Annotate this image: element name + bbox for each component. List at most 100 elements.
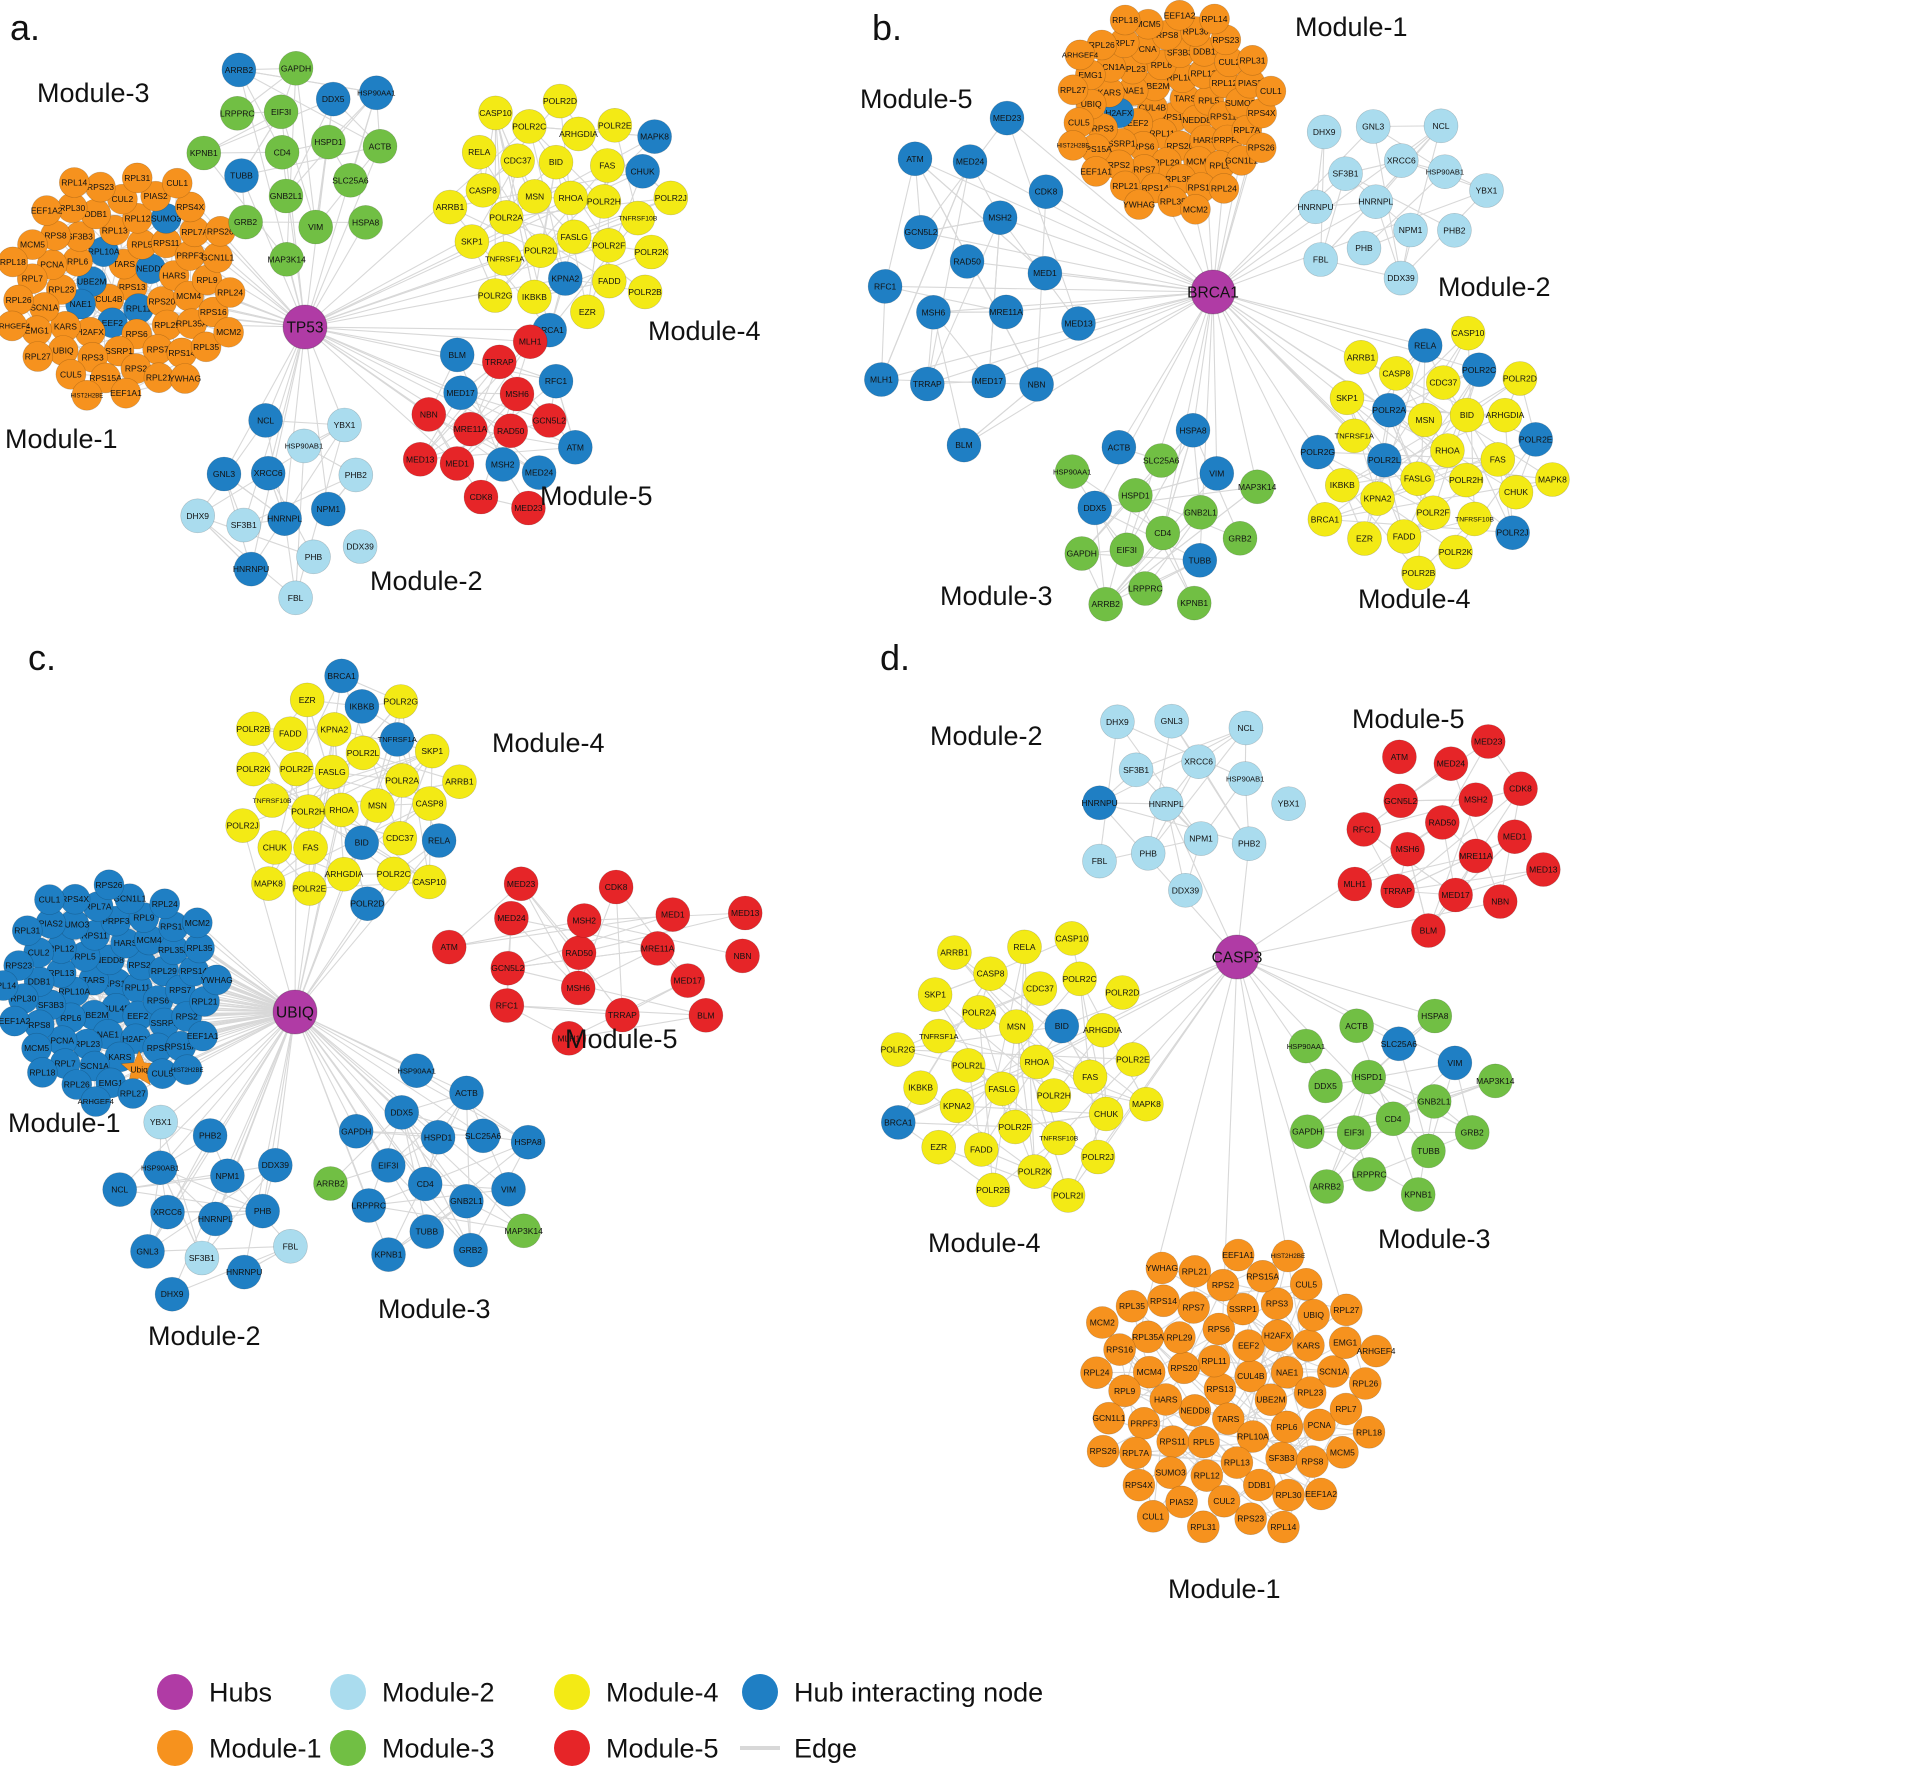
node-label-ywhag: YWHAG xyxy=(169,373,201,383)
node-label-polr2k: POLR2K xyxy=(635,247,669,257)
node-label-rps11: RPS11 xyxy=(1160,1437,1187,1447)
node-label-arrb1: ARRB1 xyxy=(1347,352,1376,362)
node-label-rpl18: RPL18 xyxy=(29,1067,55,1077)
node-label-casp8: CASP8 xyxy=(1382,368,1410,378)
node-label-ddx39: DDX39 xyxy=(346,541,374,551)
node-label-eef1a1: EEF1A1 xyxy=(187,1031,219,1041)
node-label-rps6: RPS6 xyxy=(147,995,169,1005)
node-ezr xyxy=(289,682,325,718)
hub-edge xyxy=(304,92,377,328)
node-label-med23: MED23 xyxy=(1474,736,1503,746)
node-label-arrb2: ARRB2 xyxy=(225,65,254,75)
node-rpl31 xyxy=(121,162,153,194)
node-label-phb: PHB xyxy=(1355,243,1373,253)
node-rpl31 xyxy=(1187,1510,1220,1544)
node-mcm2 xyxy=(182,907,213,939)
node-label-rpl11: RPL11 xyxy=(1201,1356,1227,1366)
node-trrap xyxy=(481,344,517,380)
node-label-rps6: RPS6 xyxy=(1208,1324,1230,1334)
edge xyxy=(201,1164,276,1259)
node-cdk8 xyxy=(463,479,499,515)
node-hist2h2be xyxy=(171,1054,203,1085)
node-label-rps7: RPS7 xyxy=(169,985,191,995)
node-label-eif3i: EIF3I xyxy=(1117,545,1137,555)
node-label-chuk: CHUK xyxy=(1094,1109,1118,1119)
node-med24 xyxy=(952,144,988,179)
node-label-ddb1: DDB1 xyxy=(28,977,51,987)
node-label-rps2: RPS2 xyxy=(176,1011,198,1021)
node-label-cul4b: CUL4B xyxy=(95,294,123,304)
hub-edge xyxy=(1124,956,1238,1391)
node-label-hnrnpl: HNRNPL xyxy=(198,1214,233,1224)
node-rfc1 xyxy=(1346,812,1382,847)
module-label-d-module-2: Module-2 xyxy=(930,721,1043,751)
node-arrb1 xyxy=(1343,339,1379,375)
node-label-hspd1: HSPD1 xyxy=(1355,1072,1384,1082)
edge xyxy=(1325,1062,1455,1087)
hub-edge xyxy=(294,1011,484,1137)
node-label-ssrp1: SSRP1 xyxy=(105,346,133,356)
node-label-rps13: RPS13 xyxy=(103,978,130,988)
edge xyxy=(1071,471,1146,589)
node-label-chuk: CHUK xyxy=(263,842,287,852)
node-med24 xyxy=(494,900,529,936)
node-polr2d xyxy=(350,886,385,922)
node-label-msn: MSN xyxy=(1007,1022,1026,1032)
node-med1 xyxy=(1027,255,1063,291)
node-label-msn: MSN xyxy=(1416,415,1435,425)
edge xyxy=(1147,727,1247,854)
edge xyxy=(428,413,540,474)
node-label-med24: MED24 xyxy=(497,913,526,923)
node-arrb2 xyxy=(1309,1169,1344,1204)
node-polr2b xyxy=(1401,555,1436,591)
module-label-c-module-3: Module-3 xyxy=(378,1294,491,1324)
node-label-phb: PHB xyxy=(1139,848,1157,858)
edge xyxy=(568,1014,706,1039)
node-cdc37 xyxy=(500,143,535,178)
node-label-rpl18: RPL18 xyxy=(0,257,26,267)
node-grb2 xyxy=(228,204,263,240)
node-phb2 xyxy=(1231,826,1267,862)
node-cdc37 xyxy=(1022,971,1058,1006)
node-map3k14 xyxy=(1478,1063,1513,1099)
legend-swatch-hub_interacting xyxy=(742,1674,778,1710)
node-label-h2afx: H2AFX xyxy=(1105,108,1133,118)
node-label-polr2c: POLR2C xyxy=(377,869,411,879)
node-arrb1 xyxy=(442,764,477,800)
node-eef1a1 xyxy=(187,1020,218,1052)
node-label-brca1: BRCA1 xyxy=(327,671,356,681)
node-label-faslg: FASLG xyxy=(988,1084,1015,1094)
node-label-tnfrsf1a: TNFRSF1A xyxy=(919,1032,959,1041)
node-rad50 xyxy=(949,244,985,279)
node-label-bid: BID xyxy=(1055,1021,1069,1031)
node-phb xyxy=(245,1193,280,1229)
node-label-bid: BID xyxy=(549,157,563,167)
node-polr2h xyxy=(290,794,326,829)
hub-edge xyxy=(223,326,306,475)
node-label-chuk: CHUK xyxy=(1504,487,1528,497)
node-rps14 xyxy=(1147,1284,1180,1318)
node-polr2j xyxy=(1495,515,1530,551)
node-mre11a xyxy=(453,411,488,447)
node-bid xyxy=(344,825,380,861)
hub-edge xyxy=(1236,956,1435,1017)
node-ube2m xyxy=(1254,1383,1288,1416)
node-msn xyxy=(360,788,395,823)
edge xyxy=(938,1146,1069,1196)
node-label-rps11: RPS11 xyxy=(153,238,180,248)
node-eef1a1 xyxy=(1080,156,1112,187)
node-label-rfc1: RFC1 xyxy=(496,1000,518,1010)
node-kpna2 xyxy=(547,261,583,296)
node-tubb xyxy=(409,1214,445,1249)
node-label-rps2: RPS2 xyxy=(1108,160,1130,170)
edge xyxy=(456,354,504,465)
node-label-mapk8: MAPK8 xyxy=(1538,474,1567,484)
node-mre11a xyxy=(988,294,1024,330)
hub-edge xyxy=(304,197,671,328)
node-label-med17: MED17 xyxy=(1441,890,1470,900)
node-label-cul1: CUL1 xyxy=(1260,86,1282,96)
node-label-kpnb1: KPNB1 xyxy=(375,1250,403,1260)
node-ddx5 xyxy=(315,81,351,117)
node-label-casp8: CASP8 xyxy=(469,185,497,195)
legend-label-module5: Module-5 xyxy=(606,1733,719,1763)
